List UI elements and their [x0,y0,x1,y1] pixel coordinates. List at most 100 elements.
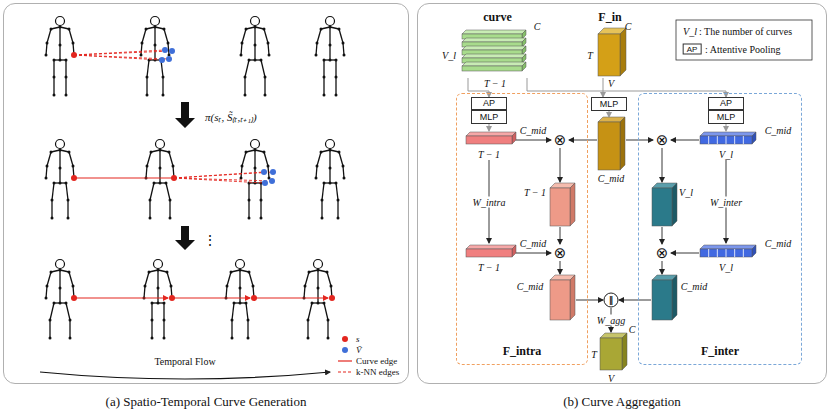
knn-edge [74,50,165,55]
skeleton-joint [172,165,175,168]
dimension-label: V_l [679,187,693,198]
skeleton-joint [59,287,62,290]
skeleton-bone [47,29,51,43]
skeleton-joint [53,302,56,305]
skeleton-bone [159,150,160,168]
skeleton-joint [46,285,49,288]
pooling-box: AP [708,97,744,110]
skeleton-head [251,140,260,149]
skeleton-joint [163,28,166,31]
skeleton-joint [241,42,244,45]
skeleton-joint [65,94,68,97]
skeleton-joint [59,302,62,305]
skeleton-joint [240,177,243,180]
skeleton-bone [329,45,330,60]
segment-divider [708,136,709,144]
connector [527,78,726,97]
curve-edge [172,297,250,298]
skeleton-joint [267,42,270,45]
skeleton-bone [246,303,248,320]
skeleton-bone [66,303,70,320]
inter-tensor [652,188,672,226]
skeleton-bone [264,77,265,95]
curve-slab [462,54,526,58]
module-name: MLP [600,100,619,109]
module-name: AP [483,99,495,108]
skeleton-joint [69,319,72,322]
skeleton-bone [242,29,246,43]
skeleton-joint [169,199,172,202]
skeleton-joint [264,76,267,79]
skeleton-bone [46,43,47,55]
skeleton-joint [163,302,166,305]
skeleton-joint [326,271,329,274]
dimension-label: C_mid [765,125,792,136]
skeleton-joint [264,94,267,97]
skeleton-joint [315,177,318,180]
legend-item: Ṽ [337,345,362,355]
skeleton-bone [335,60,336,77]
mlp-box: MLP [471,110,507,124]
skeleton-joint [330,285,333,288]
skeleton-joint [148,271,151,274]
skeleton-joint [317,302,320,305]
skeleton-joint [307,337,310,340]
skeleton-bone [317,152,321,166]
skeleton-joint [248,199,251,202]
curve-slab [462,30,526,34]
skeleton-joint [321,217,324,220]
skeleton-bone [163,303,164,320]
skeleton-joint [151,337,154,340]
intra-vector [466,136,512,144]
inter-tensor [672,275,677,320]
skeleton-joint [304,285,307,288]
inter-vector [752,132,756,144]
skeleton-bone [46,286,47,298]
definition-text: : Attentive Pooling [705,44,781,55]
flow-line [671,140,699,141]
flow-line [576,300,603,301]
skeleton-joint [59,44,62,47]
skeleton-bone [50,303,54,320]
skeleton-joint [231,319,234,322]
skeleton-bone [52,183,54,200]
dimension-label: V_l [719,262,733,273]
skeleton-bone [308,303,312,320]
skeleton-joint [149,217,152,220]
skeleton-bone [59,45,60,60]
skeleton-joint [245,302,248,305]
knn-edge [174,178,272,181]
skeleton-joint [166,271,169,274]
inter-vector [700,132,756,136]
skeleton-joint [59,182,62,185]
skeleton-joint [335,76,338,79]
joint-marker [169,48,175,54]
skeleton-joint [68,151,71,154]
skeleton-bone [323,60,324,77]
panel-caption: (b) Curve Aggregation [418,394,826,410]
skeleton-joint [247,319,250,322]
region-name: F_intra [457,344,587,359]
joint-marker [71,52,77,58]
skeleton-bone [142,29,146,43]
flow-line [671,253,699,254]
dimension-label: T − 1 [478,149,500,160]
tensor-block: F_in [585,10,635,78]
output-tensor [600,338,622,370]
skeleton-joint [248,59,251,62]
skeleton-joint [51,199,54,202]
skeleton-joint [254,149,257,152]
skeleton-joint [170,285,173,288]
function-label: π(sₜ, S̃₍ₜ,ₜ₊₁₎) [205,109,257,124]
skeleton-bone [59,27,60,45]
skeleton-bone [329,27,330,45]
segment-divider [734,249,735,257]
skeleton-joint [316,42,319,45]
skeleton-bone [254,150,255,168]
inter-tensor [652,280,672,320]
segment-divider [734,136,735,144]
joint-marker [262,180,268,186]
pooling-box: AP [471,97,507,110]
dimension-label: C_mid [598,173,625,184]
